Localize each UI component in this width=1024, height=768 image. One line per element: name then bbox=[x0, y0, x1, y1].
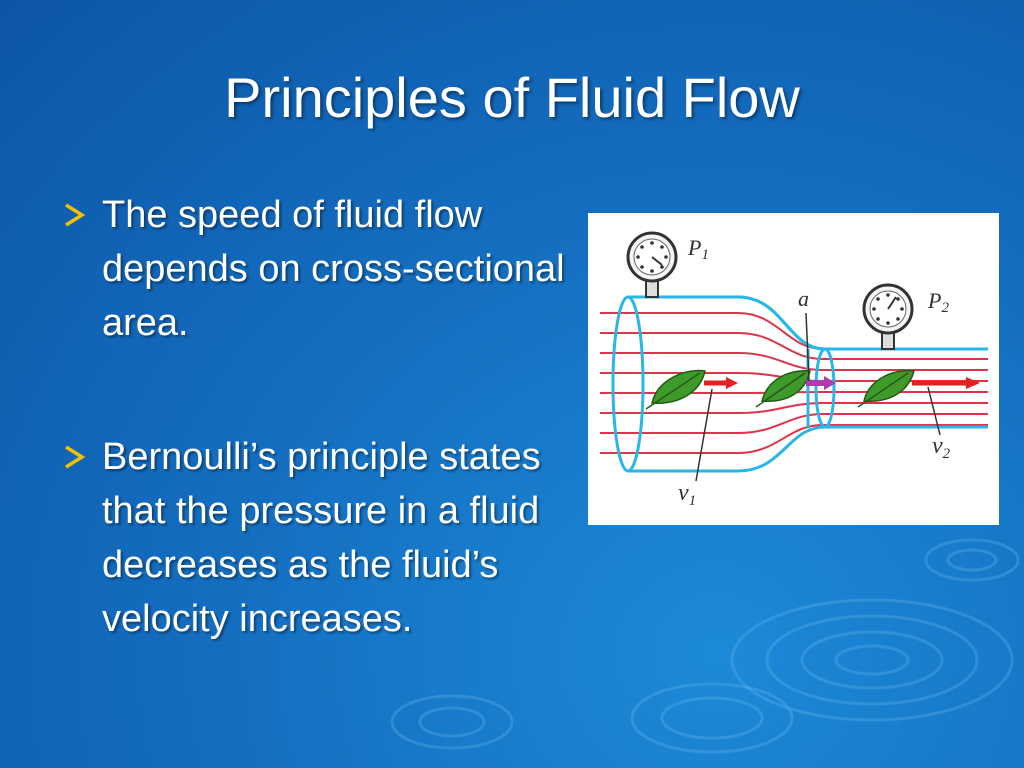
pressure-gauge-icon bbox=[862, 283, 914, 350]
chevron-right-icon bbox=[65, 203, 86, 227]
pipe bbox=[611, 295, 988, 473]
acceleration-arrow bbox=[806, 376, 836, 390]
slide-title: Principles of Fluid Flow bbox=[224, 66, 800, 129]
pressure-gauge-icon bbox=[626, 231, 678, 298]
bullet-item: The speed of fluid flow depends on cross… bbox=[62, 188, 582, 350]
leaf-icon bbox=[755, 369, 811, 408]
leaf-icon bbox=[857, 369, 915, 408]
leaf-icon bbox=[645, 369, 706, 410]
velocity-arrow bbox=[912, 377, 980, 389]
velocity-label-v2: v2 bbox=[932, 433, 951, 462]
velocity-label-v1: v1 bbox=[678, 480, 696, 509]
bullet-text: The speed of fluid flow depends on cross… bbox=[102, 194, 565, 344]
venturi-diagram: P1 a P2 v2 v1 bbox=[588, 213, 999, 525]
acceleration-label: a bbox=[798, 286, 809, 311]
velocity-arrow bbox=[704, 377, 738, 389]
bullet-text: Bernoulli’s principle states that the pr… bbox=[102, 436, 541, 640]
chevron-right-icon bbox=[65, 445, 86, 469]
pressure-label-p2: P2 bbox=[927, 288, 949, 316]
bullet-item: Bernoulli’s principle states that the pr… bbox=[62, 430, 582, 646]
pressure-label-p1: P1 bbox=[687, 235, 709, 263]
label-leader-lines bbox=[695, 312, 941, 482]
